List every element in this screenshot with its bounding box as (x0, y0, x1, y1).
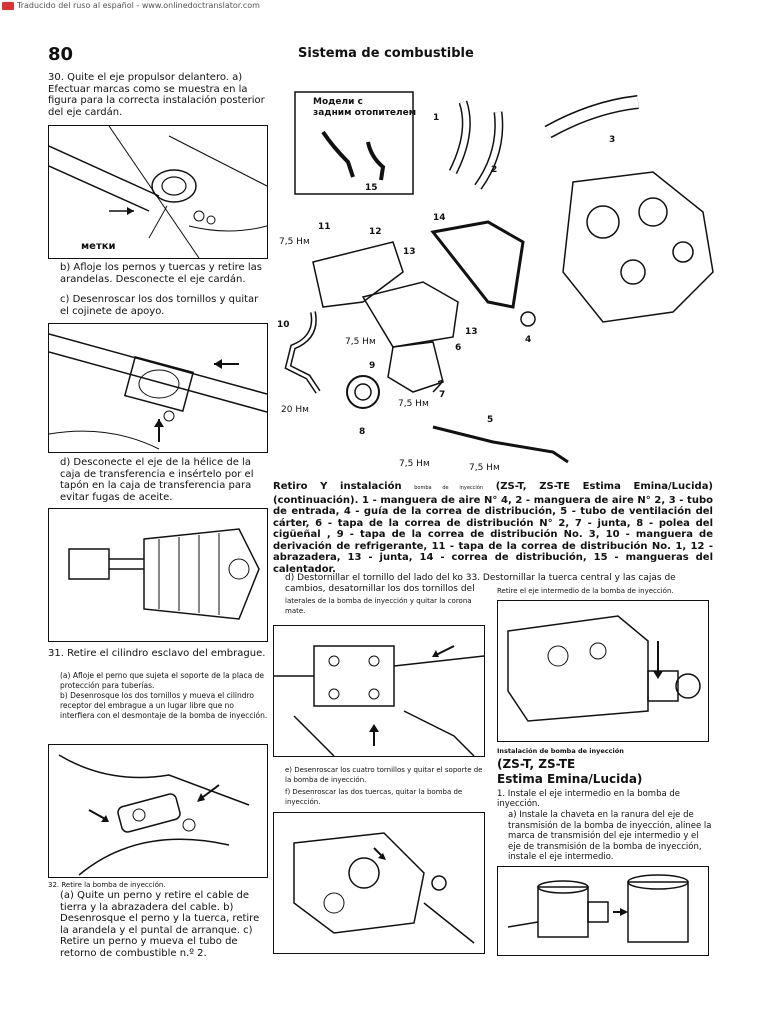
figure-support-bearing (48, 323, 268, 453)
callout-5: 5 (487, 415, 493, 425)
banner-text: Traducido del ruso al español - www.onli… (17, 1, 260, 10)
step-31-b: b) Desenrosque los dos tornillos y mueva… (60, 691, 268, 720)
callout-6: 6 (455, 343, 461, 353)
torque-label-4: 7,5 Нм (399, 459, 430, 469)
figure-pump-removal (273, 812, 485, 954)
figure-timing-belt-exploded: Модели с задним отопителем 15 1 2 3 14 4… (273, 72, 717, 478)
translator-logo-icon (2, 1, 14, 10)
figure-intermediate-shaft (497, 600, 709, 742)
pump-bracket-drawing (274, 645, 484, 756)
step-32-title: 32. Retire la bomba de inyección. (48, 881, 166, 889)
caption-rest: (ZS-T, ZS-TE Estima Emina/Lucida) (conti… (273, 481, 714, 575)
timing-belt-exploded-drawing: Модели с задним отопителем 15 1 2 3 14 4… (277, 91, 714, 473)
figure-driveshaft-marks: метки (48, 125, 268, 259)
driveshaft-marks-drawing (49, 126, 267, 258)
install-shaft-drawing (507, 874, 689, 943)
install-heading-1: (ZS-T, ZS-TE (497, 757, 576, 771)
translator-banner[interactable]: Traducido del ruso al español - www.onli… (0, 0, 768, 12)
callout-7: 7 (439, 390, 445, 400)
install-step-1: 1. Instale el eje intermedio en la bomba… (497, 789, 681, 809)
callout-8: 8 (359, 427, 365, 437)
step-33-small: Retire el eje intermedio de la bomba de … (497, 587, 674, 595)
step-e: e) Desenroscar los cuatro tornillos y qu… (285, 766, 483, 784)
support-bearing-drawing (49, 333, 267, 450)
callout-13-lower: 13 (465, 327, 478, 337)
pump-removal-drawing (293, 832, 475, 944)
torque-label-3: 7,5 Нм (398, 399, 429, 409)
caption-tiny: bomba de inyección (414, 485, 484, 491)
clutch-cylinder-drawing (58, 754, 250, 876)
install-small-title: Instalación de bomba de inyección (497, 747, 624, 755)
figure-transfer-case (48, 508, 268, 642)
transfer-case-drawing (68, 528, 260, 620)
torque-label-2: 7,5 Нм (345, 337, 376, 347)
callout-12: 12 (369, 227, 382, 237)
caption-lead: Retiro Y instalación (273, 481, 402, 492)
intermediate-shaft-drawing (507, 615, 701, 722)
step-30-c: c) Desenroscar los dos tornillos y quita… (60, 294, 259, 317)
callout-15: 15 (365, 183, 378, 193)
torque-label-20: 20 Нм (281, 405, 309, 415)
torque-label-5: 7,5 Нм (469, 463, 500, 473)
page-title: Sistema de combustible (298, 46, 474, 61)
step-f: f) Desenroscar las dos tuercas, quitar l… (285, 788, 463, 806)
callout-14: 14 (433, 213, 446, 223)
step-30-intro: 30. Quite el eje propulsor delantero. a)… (48, 72, 265, 118)
figure-label-marks: метки (81, 241, 116, 252)
figure-install-shaft (497, 866, 709, 956)
main-figure-caption: Retiro Y instalación bomba de inyección … (273, 481, 713, 575)
callout-4: 4 (525, 335, 531, 345)
figure-clutch-cylinder (48, 744, 268, 878)
inset-label-line2: задним отопителем (313, 108, 416, 118)
step-31-a: (a) Afloje el perno que sujeta el soport… (60, 671, 264, 690)
callout-2: 2 (491, 165, 497, 175)
callout-3: 3 (609, 135, 615, 145)
inset-label-line1: Модели с (313, 97, 363, 107)
step-d-line: d) Destornillar el tornillo del lado del… (285, 573, 676, 594)
torque-label-1: 7,5 Нм (279, 237, 310, 247)
install-step-1a: a) Instale la chaveta en la ranura del e… (508, 810, 712, 862)
callout-10: 10 (277, 320, 290, 330)
callout-11: 11 (318, 222, 331, 232)
callout-9: 9 (369, 361, 375, 371)
step-32-body: (a) Quite un perno y retire el cable de … (60, 890, 260, 959)
install-heading-2: Estima Emina/Lucida) (497, 772, 643, 786)
figure-pump-bracket (273, 625, 485, 757)
step-d-small: laterales de la bomba de inyección y qui… (285, 597, 472, 615)
page-number: 80 (48, 44, 74, 65)
step-30-b: b) Afloje los pernos y tuercas y retire … (60, 262, 262, 285)
step-31-title: 31. Retire el cilindro esclavo del embra… (48, 648, 266, 659)
step-30-d: d) Desconecte el eje de la hélice de la … (60, 457, 254, 503)
callout-1: 1 (433, 113, 439, 123)
callout-13-upper: 13 (403, 247, 416, 257)
